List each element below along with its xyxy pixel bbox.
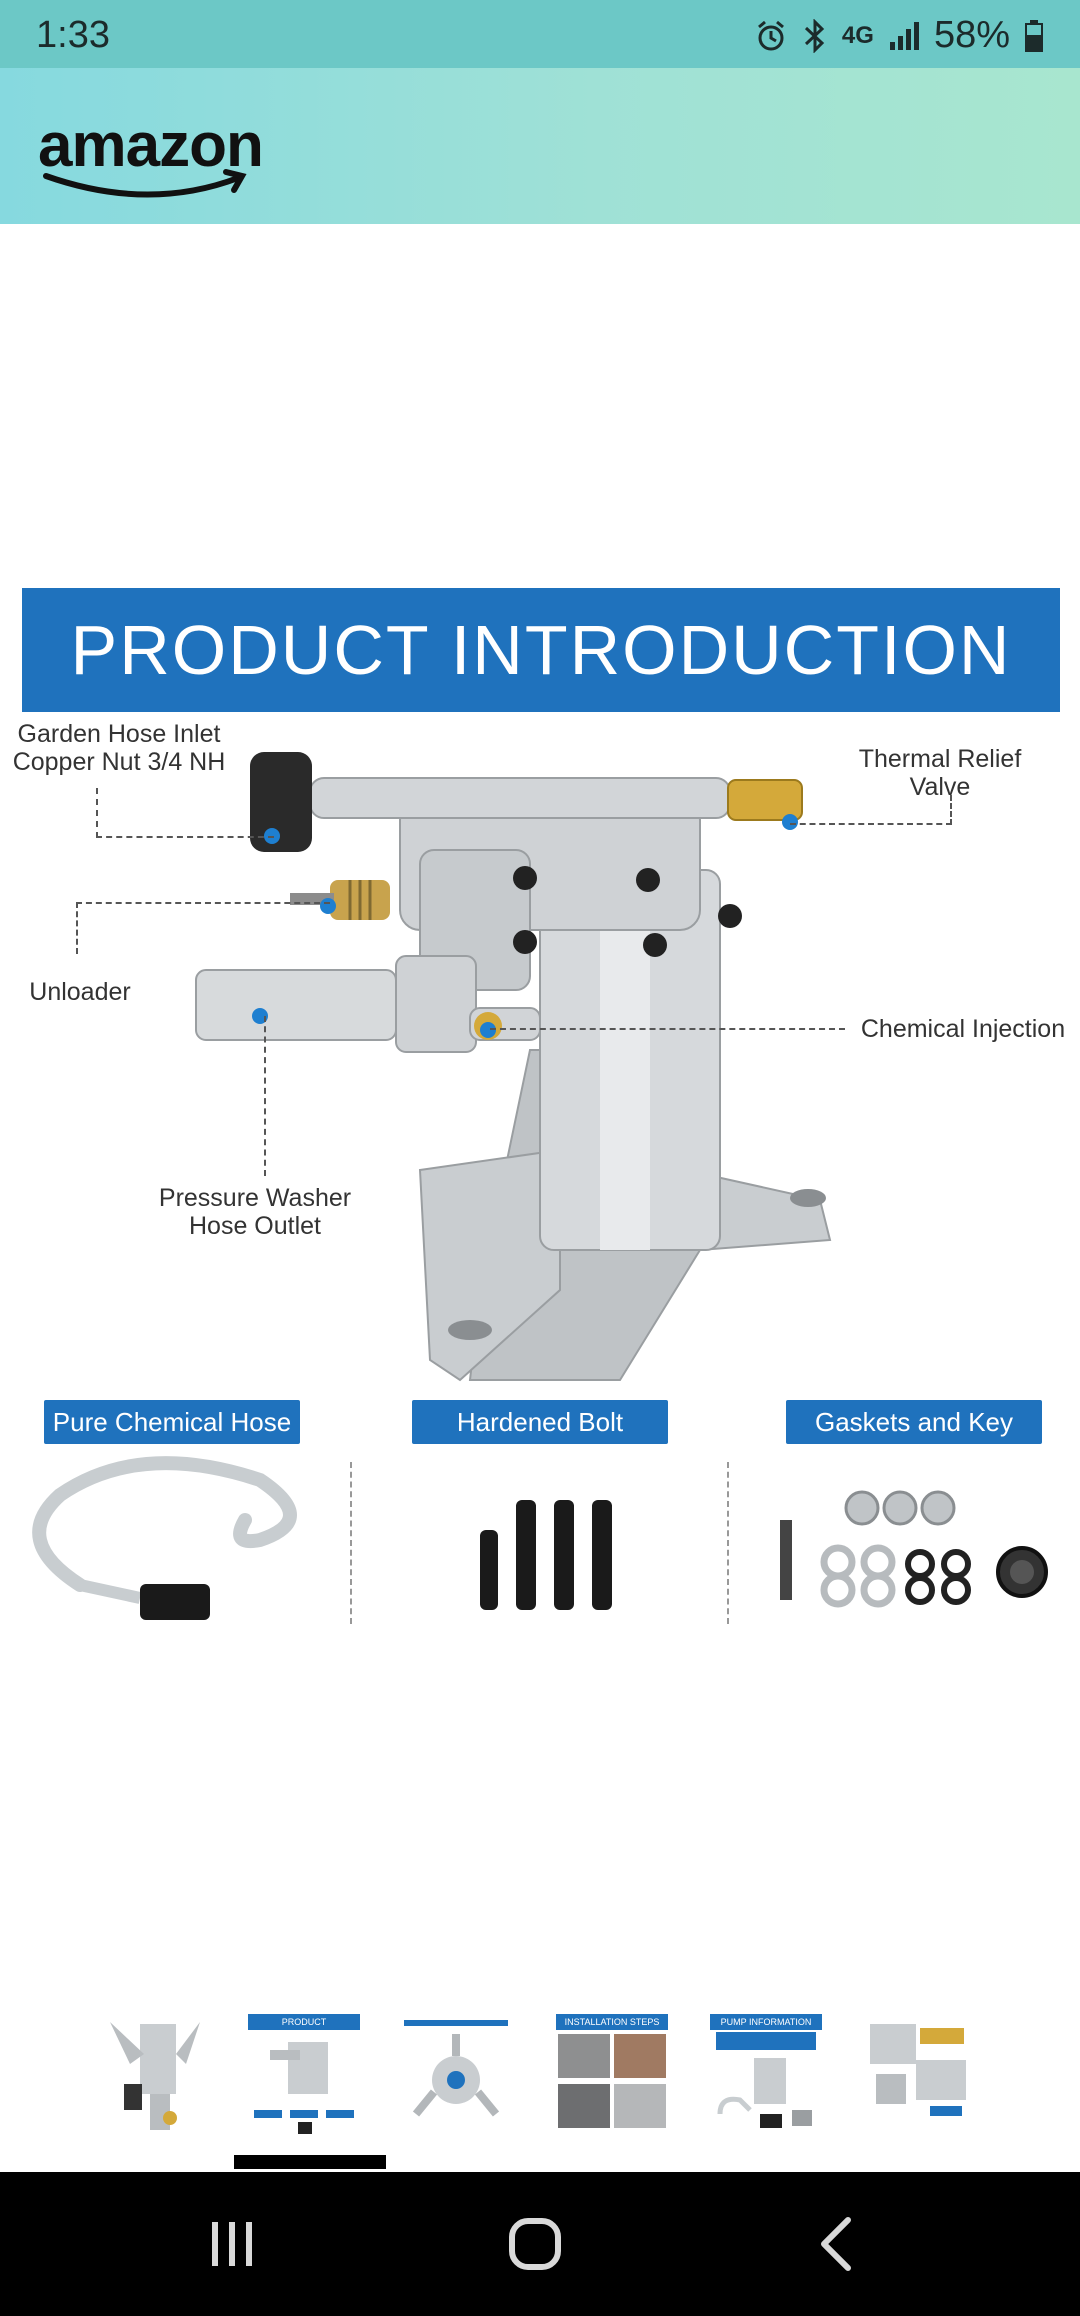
callout-garden-hose: Garden Hose Inlet Copper Nut 3/4 NH xyxy=(6,720,232,776)
accessory-divider-1 xyxy=(350,1462,352,1624)
leader-unloader xyxy=(76,902,330,954)
thumbnail-1-image xyxy=(110,2022,200,2130)
battery-percent: 58% xyxy=(933,14,1010,56)
app-header: amazon xyxy=(0,68,1080,224)
system-nav-bar xyxy=(0,2172,1080,2316)
leader-pressure-washer xyxy=(264,1016,266,1176)
callout-unloader: Unloader xyxy=(29,978,131,1006)
alarm-icon xyxy=(757,20,784,50)
thumbnail-2-image xyxy=(254,2042,354,2134)
recent-apps-icon[interactable] xyxy=(202,2214,262,2274)
banner-title: PRODUCT INTRODUCTION xyxy=(22,588,1060,712)
thumbnail-5-image xyxy=(716,2032,816,2128)
logo-text: amazon xyxy=(38,111,264,180)
callout-thermal-relief: Thermal Relief Valve xyxy=(848,745,1032,801)
thumbnail-6-image xyxy=(870,2024,966,2116)
pill-hardened-bolt: Hardened Bolt xyxy=(412,1400,668,1444)
thumbnail-5-caption: PUMP INFORMATION xyxy=(710,2014,822,2030)
thumbnail-2-caption: PRODUCT INTRODUCTION xyxy=(248,2014,360,2043)
thumbnail-5[interactable]: PUMP INFORMATION xyxy=(710,2014,822,2138)
pill-pure-chemical-hose: Pure Chemical Hose xyxy=(44,1400,300,1444)
callout-garden-hose-line1: Garden Hose Inlet xyxy=(17,720,221,748)
pill-gaskets-and-key: Gaskets and Key xyxy=(786,1400,1042,1444)
smile-arrow-icon xyxy=(43,169,247,198)
thumbnail-6[interactable] xyxy=(860,2014,972,2138)
thumbnail-4-caption: INSTALLATION STEPS xyxy=(556,2014,668,2030)
callout-pressure-washer-line2: Hose Outlet xyxy=(188,1212,321,1240)
back-icon[interactable] xyxy=(808,2214,868,2274)
callout-thermal-relief-line1: Thermal Relief xyxy=(858,745,1022,773)
leader-thermal-relief xyxy=(790,795,952,825)
callout-garden-hose-line2: Copper Nut 3/4 NH xyxy=(12,748,226,776)
gaskets-key-illustration xyxy=(780,1490,1048,1608)
thumbnail-3[interactable] xyxy=(400,2014,512,2138)
accessory-divider-2 xyxy=(727,1462,729,1624)
selected-thumbnail-indicator xyxy=(234,2155,386,2169)
home-icon[interactable] xyxy=(505,2214,565,2274)
status-icons: 4G 58% xyxy=(754,14,1044,57)
callout-pressure-washer: Pressure Washer Hose Outlet xyxy=(146,1184,364,1240)
amazon-logo[interactable]: amazon xyxy=(38,110,264,198)
callout-thermal-relief-line2: Valve xyxy=(909,773,971,801)
status-bar: 1:33 4G 58% xyxy=(0,0,1080,68)
bluetooth-icon xyxy=(804,18,825,53)
network-type: 4G xyxy=(841,21,874,49)
thumbnail-4-image xyxy=(558,2034,666,2128)
thumbnail-3-image xyxy=(404,2020,508,2117)
battery-icon xyxy=(1025,19,1043,52)
callout-pressure-washer-line1: Pressure Washer xyxy=(158,1184,352,1212)
signal-icon xyxy=(889,21,919,50)
status-time: 1:33 xyxy=(36,14,110,56)
hardened-bolts-illustration xyxy=(480,1500,612,1610)
callout-chemical-injection: Chemical Injection xyxy=(860,1015,1066,1043)
thumbnail-1[interactable] xyxy=(100,2014,212,2138)
pump-illustration xyxy=(195,752,832,1382)
chemical-hose-illustration xyxy=(32,1456,297,1620)
leader-chemical-injection xyxy=(490,1028,845,1030)
thumbnail-2[interactable]: PRODUCT INTRODUCTION xyxy=(248,2014,360,2138)
thumbnail-4[interactable]: INSTALLATION STEPS xyxy=(556,2014,668,2138)
leader-garden-hose xyxy=(96,788,274,838)
